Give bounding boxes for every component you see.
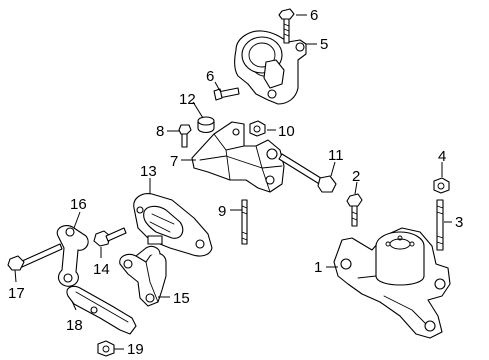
callout-19: 19 — [127, 341, 144, 358]
callout-12: 12 — [179, 91, 196, 108]
callout-8: 8 — [156, 123, 164, 140]
bracket-18 — [66, 285, 137, 335]
callout-2: 2 — [352, 168, 360, 185]
stud-9 — [241, 199, 248, 245]
mount-1 — [333, 227, 451, 339]
bolt-17 — [7, 243, 63, 271]
callout-13: 13 — [140, 163, 157, 180]
callout-9: 9 — [218, 203, 226, 220]
bolt-8 — [178, 124, 192, 148]
nut-4 — [433, 177, 450, 194]
callout-7: 7 — [170, 153, 178, 170]
bracket-7 — [191, 121, 285, 193]
callout-5: 5 — [320, 36, 328, 53]
callout-6-lower: 6 — [206, 68, 214, 85]
nut-12 — [197, 116, 215, 134]
bolt-6-top — [278, 8, 295, 44]
callout-6-top: 6 — [310, 7, 318, 24]
bolt-6-lower — [213, 87, 240, 101]
callout-14: 14 — [93, 261, 110, 278]
mount-13 — [133, 193, 213, 257]
bolt-14 — [93, 227, 127, 247]
link-16 — [56, 225, 89, 287]
callout-15: 15 — [173, 290, 190, 307]
nut-19 — [97, 340, 115, 357]
callout-labels: 6 5 6 12 8 10 11 7 13 9 2 4 3 1 16 14 15… — [8, 7, 463, 358]
callout-17: 17 — [8, 285, 25, 302]
bolt-2 — [346, 193, 363, 227]
callout-3: 3 — [455, 214, 463, 231]
callout-16: 16 — [70, 196, 87, 213]
stud-3 — [436, 199, 444, 251]
callout-11: 11 — [328, 147, 344, 164]
callout-4: 4 — [438, 148, 446, 165]
leader-lines — [14, 14, 452, 350]
callout-10: 10 — [278, 123, 295, 140]
nut-10 — [249, 120, 266, 137]
callout-18: 18 — [66, 317, 83, 334]
callout-1: 1 — [314, 259, 322, 276]
bolt-11 — [278, 153, 337, 193]
mount-5 — [234, 30, 307, 105]
bracket-15 — [119, 245, 167, 307]
